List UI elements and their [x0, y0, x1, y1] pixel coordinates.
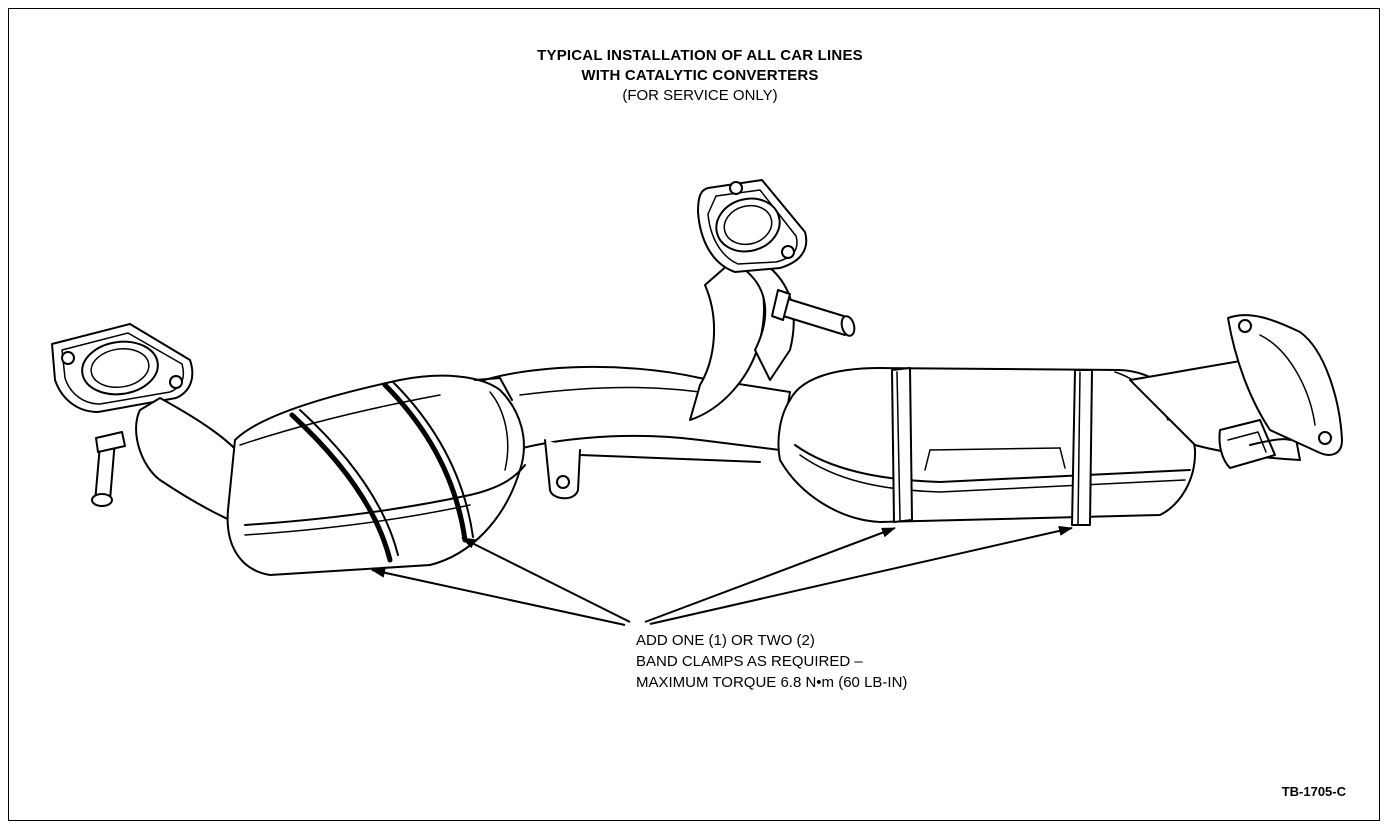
arrow-to-right-clamp-2: [649, 526, 1073, 625]
figure-id: TB-1705-C: [1281, 784, 1346, 799]
callout-line-1: ADD ONE (1) OR TWO (2): [636, 632, 815, 649]
upper-inlet-pipe: [689, 179, 808, 421]
arrow-to-left-clamp-1: [371, 567, 626, 626]
stud-bolt-left: [91, 431, 126, 507]
right-outlet-flange: [1227, 314, 1343, 456]
band-clamp-left-2: [382, 381, 474, 543]
left-inlet-flange: [51, 323, 194, 413]
title-line-2: WITH CATALYTIC CONVERTERS: [581, 67, 819, 84]
title-line-1: TYPICAL INSTALLATION OF ALL CAR LINES: [537, 47, 863, 64]
right-catalytic-converter: [777, 367, 1197, 523]
band-clamp-right-1: [891, 367, 913, 523]
band-clamp-right-2: [1071, 369, 1093, 526]
diagram-title: TYPICAL INSTALLATION OF ALL CAR LINES WI…: [440, 46, 960, 106]
arrow-to-left-clamp-2: [461, 537, 631, 623]
left-inlet-pipe: [135, 397, 256, 531]
left-catalytic-converter: [226, 374, 526, 576]
callout-line-3: MAXIMUM TORQUE 6.8 N•m (60 LB-IN): [636, 674, 908, 691]
callout-arrows: [371, 526, 1073, 626]
arrow-to-right-clamp-1: [644, 527, 896, 623]
band-clamp-callout: ADD ONE (1) OR TWO (2) BAND CLAMPS AS RE…: [636, 630, 1096, 693]
title-line-3: (FOR SERVICE ONLY): [622, 87, 778, 104]
callout-line-2: BAND CLAMPS AS REQUIRED –: [636, 653, 863, 670]
band-clamp-left-1: [289, 409, 399, 563]
stud-bolt-upper: [771, 289, 856, 337]
